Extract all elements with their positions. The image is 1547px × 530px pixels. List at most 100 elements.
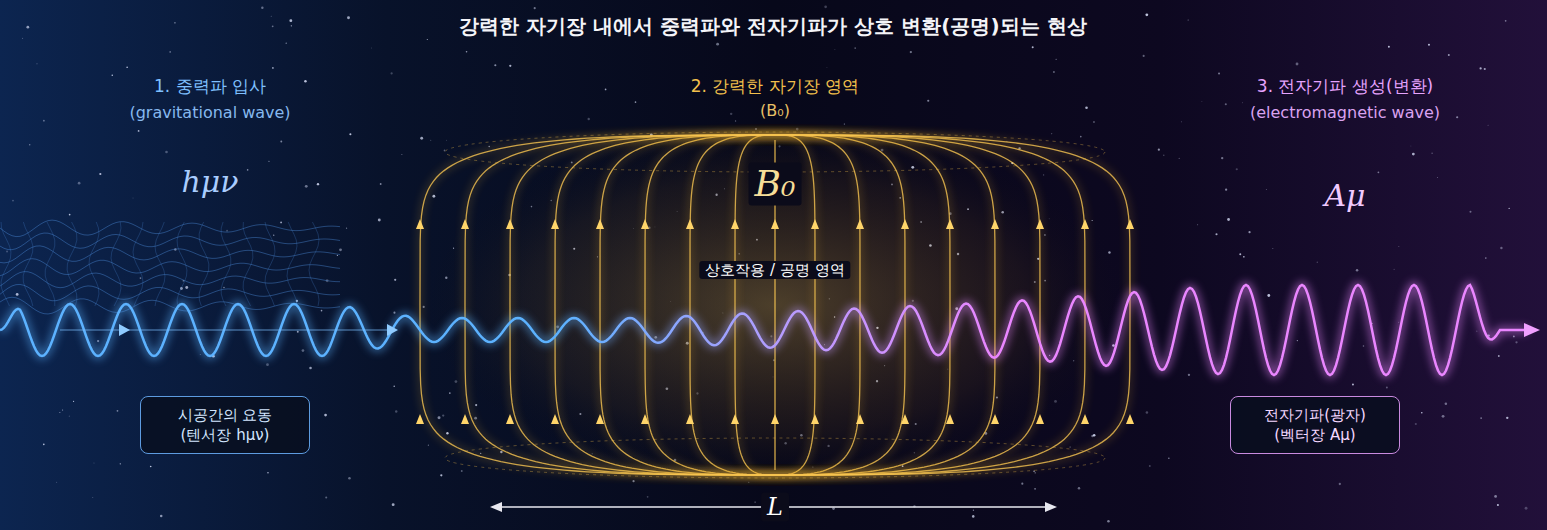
star (78, 182, 81, 185)
section-subheading: (B₀) (760, 101, 790, 120)
star (371, 47, 373, 49)
star (1456, 116, 1458, 118)
star (1158, 149, 1160, 151)
star (117, 410, 119, 412)
mesh-line (221, 222, 231, 306)
star (1197, 224, 1199, 226)
star (973, 510, 974, 511)
star (1398, 245, 1400, 247)
star (56, 481, 58, 483)
field-arrow (811, 414, 819, 424)
mesh-line (0, 233, 340, 250)
star (1239, 253, 1241, 255)
star (1149, 465, 1151, 467)
star (461, 470, 463, 472)
field-cylinder-edge (445, 438, 1105, 478)
star (69, 214, 71, 216)
section-heading: 2. 강력한 자기장 영역 (691, 76, 859, 96)
star (1378, 171, 1380, 173)
star (1317, 261, 1319, 263)
star (730, 113, 732, 115)
star (337, 255, 338, 256)
star (59, 412, 60, 413)
field-arrow (946, 219, 954, 229)
star (199, 354, 201, 356)
star (910, 51, 912, 53)
star (1476, 330, 1478, 332)
field-arrow (1036, 219, 1044, 229)
star (534, 7, 536, 9)
field-arrow (416, 414, 424, 424)
star (1056, 59, 1057, 60)
star (1506, 417, 1508, 419)
star (509, 65, 511, 67)
field-arrow (731, 219, 739, 229)
star (1163, 154, 1165, 156)
star (26, 26, 29, 29)
dimension-arrow (490, 502, 502, 512)
star (1431, 153, 1432, 154)
field-line-glow (555, 135, 995, 475)
field-line (465, 135, 1085, 475)
field-symbol: B₀ (749, 162, 802, 205)
field-line (690, 135, 860, 475)
star (138, 130, 140, 132)
star (1513, 336, 1515, 338)
star (1388, 46, 1390, 48)
star (1297, 340, 1298, 341)
star (1442, 415, 1445, 418)
star (632, 480, 634, 482)
mesh-line (23, 222, 33, 306)
star (1508, 208, 1509, 209)
star (466, 51, 468, 53)
field-arrow (551, 414, 559, 424)
mesh-line (0, 284, 340, 300)
field-arrow (461, 414, 469, 424)
star (1480, 417, 1482, 419)
field-line (735, 135, 815, 475)
field-arrow (596, 219, 604, 229)
star (302, 349, 305, 352)
star (1188, 374, 1190, 376)
star (140, 277, 142, 279)
star (824, 6, 827, 9)
spacetime-mesh (0, 220, 340, 314)
field-arrow (686, 414, 694, 424)
star (270, 15, 272, 17)
star (1227, 218, 1230, 221)
star (826, 67, 828, 69)
star (488, 146, 489, 147)
star (36, 63, 37, 64)
star (62, 409, 63, 410)
field-line-glow (465, 135, 1085, 475)
star (297, 331, 299, 333)
star (446, 432, 448, 434)
star (1386, 387, 1388, 389)
star (99, 173, 101, 175)
star (348, 477, 351, 480)
field-arrow (731, 414, 739, 424)
star (1188, 19, 1189, 20)
star (1497, 504, 1499, 506)
star (1445, 402, 1448, 405)
star (22, 37, 24, 39)
star (347, 16, 350, 19)
star (442, 414, 444, 416)
star (325, 496, 327, 498)
star (1085, 106, 1088, 109)
star (635, 101, 637, 103)
star (93, 462, 95, 464)
star (1339, 483, 1341, 485)
star (1267, 294, 1270, 297)
star (1043, 174, 1044, 175)
propagation-arrow (119, 324, 130, 336)
mesh-line (243, 222, 253, 306)
section-heading: 3. 전자기파 생성(변환) (1257, 76, 1433, 96)
star (428, 445, 429, 446)
star (29, 144, 30, 145)
star (43, 443, 45, 445)
region-label: 상호작용 / 공명 영역 (699, 261, 850, 279)
star (43, 120, 45, 122)
